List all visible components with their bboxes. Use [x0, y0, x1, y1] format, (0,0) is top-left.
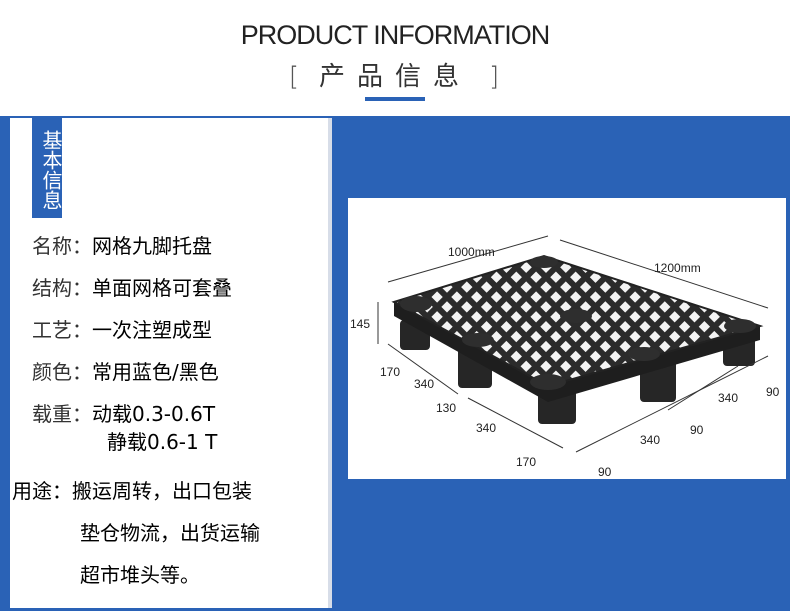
spec-row-structure: 结构：单面网格可套叠: [32, 272, 232, 301]
left-blue-strip: [0, 118, 10, 611]
spec-label: 载重：: [32, 402, 92, 426]
dim-170-b: 170: [516, 455, 536, 469]
title-chinese: [ 产品信息]: [0, 56, 790, 93]
spec-row-name: 名称：网格九脚托盘: [32, 230, 212, 259]
bracket-close: ]: [489, 62, 502, 92]
spec-label: 颜色：: [32, 360, 92, 384]
spec-label: 结构：: [32, 276, 92, 300]
spec-row-process: 工艺：一次注塑成型: [32, 314, 212, 343]
pallet-deck-side: [394, 302, 760, 402]
usage-row: 用途：搬运周转，出口包装: [12, 475, 252, 504]
pallet-diagram: 1000mm 1200mm 145 170 340 130 340 170 34…: [348, 198, 786, 479]
header: PRODUCT INFORMATION [ 产品信息]: [0, 0, 790, 118]
dim-340-c: 340: [640, 433, 660, 447]
spec-value: 网格九脚托盘: [92, 234, 212, 258]
spec-label: 工艺：: [32, 318, 92, 342]
dim-height: 145: [350, 317, 370, 331]
dimension-lines: [377, 235, 769, 453]
dim-170-a: 170: [380, 365, 400, 379]
usage-line: 搬运周转，出口包装: [72, 479, 252, 503]
dim-90-c: 90: [598, 465, 612, 479]
usage-line: 超市堆头等。: [80, 563, 200, 587]
dim-340-b: 340: [476, 421, 496, 435]
spec-value: 一次注塑成型: [92, 318, 212, 342]
spec-row-color: 颜色：常用蓝色/黑色: [32, 356, 219, 385]
title-chinese-text: 产品信息: [318, 62, 471, 92]
title-underline: [365, 97, 425, 101]
title-english: PRODUCT INFORMATION: [240, 20, 551, 50]
dim-90-a: 90: [690, 423, 704, 437]
dim-340-a: 340: [414, 377, 434, 391]
pallet-drawing: 1000mm 1200mm 145 170 340 130 340 170 34…: [350, 235, 780, 479]
spec-value: 单面网格可套叠: [92, 276, 232, 300]
dim-width: 1200mm: [654, 261, 701, 275]
spec-load-static: 静载0.6-1 T: [107, 430, 218, 454]
usage-line: 垫仓物流，出货运输: [80, 521, 260, 545]
dim-130: 130: [436, 401, 456, 415]
dim-length: 1000mm: [448, 245, 495, 259]
bracket-open: [: [288, 62, 301, 92]
dim-90-b: 90: [766, 385, 780, 399]
spec-label: 名称：: [32, 234, 92, 258]
usage-label: 用途：: [12, 479, 72, 503]
spec-row-load: 载重：动载0.3-0.6T: [32, 398, 215, 427]
spec-value: 动载0.3-0.6T: [92, 402, 216, 426]
dim-340-d: 340: [718, 391, 738, 405]
spec-card: [10, 118, 332, 608]
basic-info-badge: 基本信息: [32, 118, 63, 218]
spec-value: 常用蓝色/黑色: [92, 360, 219, 384]
